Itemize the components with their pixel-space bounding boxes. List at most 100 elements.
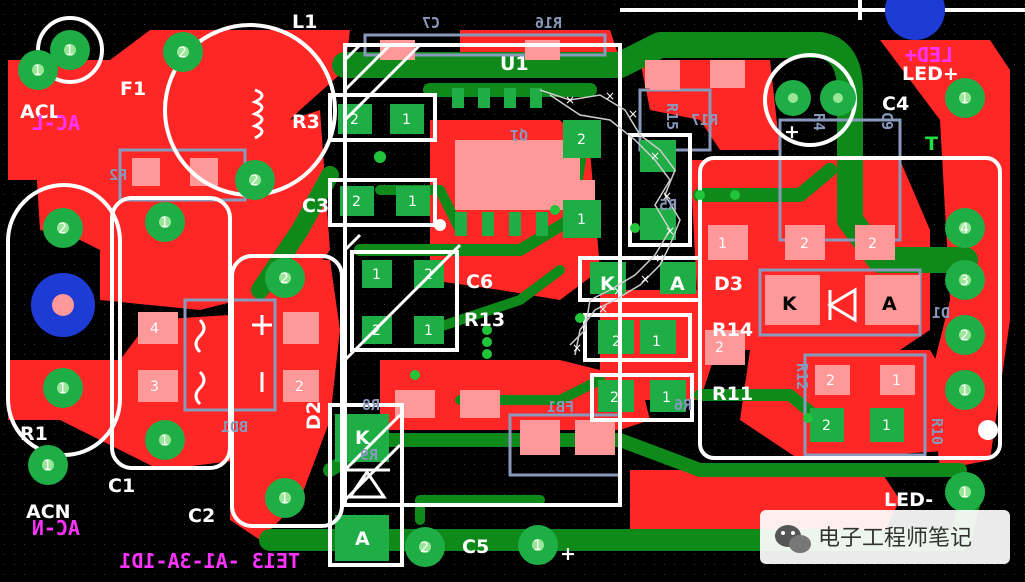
smd-pads (335, 88, 904, 561)
label-c6: C6 (466, 271, 493, 293)
svg-text:2: 2 (612, 334, 621, 350)
through-hole-pads (18, 0, 998, 567)
svg-text:2: 2 (295, 379, 304, 395)
label-bd1: BD1 (221, 418, 248, 436)
watermark: 电子工程师笔记 (760, 510, 1010, 564)
svg-text:2: 2 (822, 418, 831, 434)
u1-hatch (343, 43, 462, 502)
bottom-text-layer: AC-L AC-N LED+ TE13 -A1-3A-1D1 (32, 43, 953, 573)
svg-text:1: 1 (160, 215, 169, 231)
svg-text:×: × (640, 272, 650, 286)
u1-region-outline (343, 43, 622, 507)
d2-diode-icon (345, 468, 390, 499)
label-led-minus: LED- (884, 489, 933, 511)
label-c4-plus: + (784, 121, 800, 143)
label-r1: R1 (20, 423, 48, 445)
svg-text:×: × (650, 149, 660, 163)
svg-text:×: × (662, 189, 672, 203)
label-r4: R4 (810, 113, 828, 131)
svg-text:2: 2 (420, 540, 429, 556)
label-c9: C9 (878, 112, 896, 130)
svg-text:×: × (655, 251, 665, 265)
svg-text:4: 4 (150, 321, 159, 337)
inductor-coil-icon (251, 88, 264, 140)
svg-text:2: 2 (715, 340, 724, 356)
label-t: T (925, 133, 938, 155)
label-d3-k: K (600, 273, 616, 295)
top-pads (132, 40, 920, 455)
svg-text:1: 1 (408, 194, 417, 210)
label-d3: D3 (714, 273, 743, 295)
d3-outline (578, 256, 702, 302)
label-u1: U1 (500, 53, 529, 75)
svg-text:1: 1 (533, 538, 542, 554)
svg-text:1: 1 (424, 323, 433, 339)
svg-text:1: 1 (372, 267, 381, 283)
svg-text:×: × (605, 89, 615, 103)
label-d1-a: A (882, 293, 897, 315)
label-r14: R14 (712, 319, 753, 341)
c3-outline (328, 178, 437, 227)
svg-text:2: 2 (826, 373, 835, 389)
svg-text:2: 2 (610, 390, 619, 406)
svg-text:2: 2 (424, 267, 433, 283)
label-acl: ACL (20, 101, 61, 123)
c2-outline (230, 254, 344, 528)
label-d2-a: A (355, 528, 370, 550)
label-r6: R6 (674, 396, 692, 414)
label-led-plus: LED+ (902, 63, 959, 85)
label-c3: C3 (302, 195, 329, 217)
r5-outline (628, 133, 692, 247)
c6-outline (350, 250, 459, 352)
label-c5: C5 (462, 536, 489, 558)
svg-text:1: 1 (960, 91, 969, 107)
svg-text:1: 1 (160, 433, 169, 449)
svg-text:2: 2 (250, 173, 259, 189)
label-ac-l: AC-L (32, 111, 80, 135)
svg-text:3: 3 (150, 379, 159, 395)
label-r17: R17 (691, 111, 718, 129)
silkscreen-labels: L1 F1 U1 R3 C3 C6 R13 D3 R14 R11 C4 LED+… (20, 11, 959, 565)
svg-text:1: 1 (280, 491, 289, 507)
label-l1: L1 (292, 11, 317, 33)
svg-text:2: 2 (577, 132, 586, 148)
svg-text:2: 2 (350, 112, 359, 128)
svg-text:2: 2 (800, 236, 809, 252)
svg-text:×: × (613, 284, 623, 298)
svg-text:2: 2 (372, 323, 381, 339)
bottom-labels: C7 R16 R2 BD1 FB1 R6 Q1 R15 R17 R5 R4 C9… (109, 14, 950, 464)
svg-text:2: 2 (868, 236, 877, 252)
svg-text:4: 4 (960, 221, 969, 237)
ratsnest-marks: ××× ××× ××× ×× (565, 89, 675, 355)
pad-numbers: 1 1 2 2 2 1 1 1 2 1 1 2 1 4 3 2 1 4 3 2 … (33, 43, 969, 556)
svg-text:2: 2 (58, 221, 67, 237)
svg-text:1: 1 (882, 418, 891, 434)
label-d1: D1 (932, 304, 950, 322)
svg-text:×: × (665, 224, 675, 238)
wechat-icon (775, 525, 811, 553)
vias (374, 151, 813, 423)
board-id: TE13 -A1-3A-1D1 (119, 549, 300, 573)
svg-text:1: 1 (402, 112, 411, 128)
r11-outline (590, 373, 694, 422)
label-c5-plus: + (560, 543, 576, 565)
led-connector-outline (698, 156, 1002, 460)
svg-text:2: 2 (960, 328, 969, 344)
label-r10: R10 (928, 418, 946, 445)
r3-outline (328, 93, 437, 142)
label-r15: R15 (663, 103, 681, 130)
label-r8: R8 (362, 396, 380, 414)
label-r16: R16 (535, 14, 562, 32)
svg-text:1: 1 (577, 212, 586, 228)
svg-text:1: 1 (718, 236, 727, 252)
svg-text:1: 1 (65, 43, 74, 59)
svg-text:1: 1 (662, 390, 671, 406)
label-f1: F1 (120, 78, 146, 100)
svg-text:2: 2 (280, 271, 289, 287)
svg-text:×: × (598, 302, 608, 316)
svg-text:3: 3 (960, 273, 969, 289)
svg-text:1: 1 (43, 458, 52, 474)
r4-c9-outline (778, 118, 902, 242)
label-c4: C4 (882, 93, 909, 115)
bd1-ac-symbols (194, 315, 272, 406)
